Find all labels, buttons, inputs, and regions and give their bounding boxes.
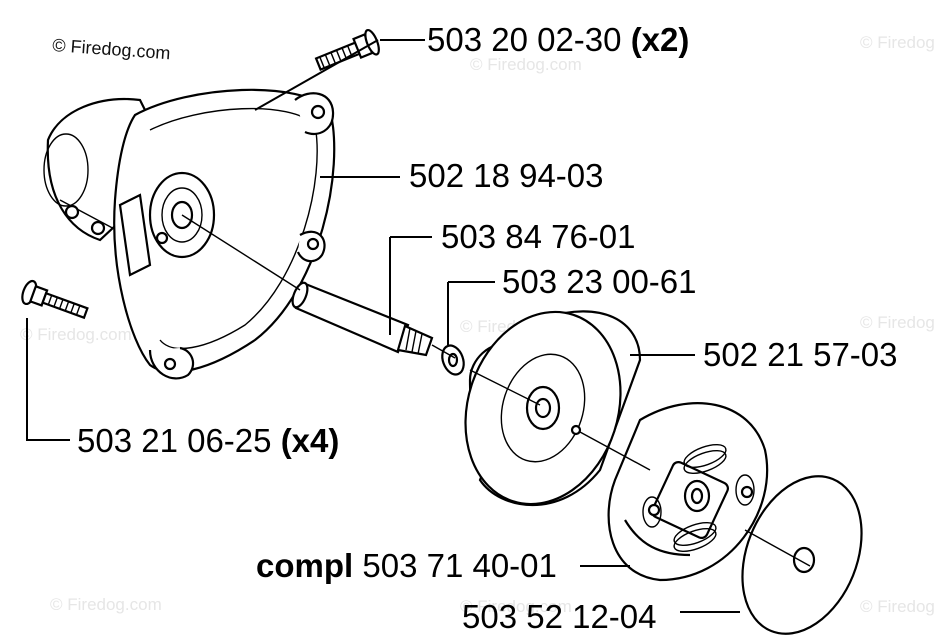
screw-left-drawing	[21, 279, 89, 320]
part-number: 503 23 00-61	[502, 263, 697, 300]
spring-coils	[642, 443, 755, 553]
part-number: 503 84 76-01	[441, 218, 636, 255]
part-number: 502 18 94-03	[409, 157, 604, 194]
watermark-faint: © Firedog.com	[860, 313, 936, 332]
watermark-faint: © Firedog.com	[860, 33, 936, 52]
part-qty: (x2)	[631, 21, 690, 58]
part-label-503-84-76-01: 503 84 76-01	[441, 218, 636, 255]
watermark-faint: © Firedog.com	[860, 597, 936, 616]
part-label-503-20-02-30: 503 20 02-30 (x2)	[427, 21, 689, 58]
part-label-503-52-12-04: 503 52 12-04	[462, 598, 657, 635]
part-number: 503 21 06-25	[77, 422, 272, 459]
screw-top-drawing	[314, 28, 380, 71]
part-number: 503 71 40-01	[362, 547, 557, 584]
watermark-main: © Firedog.com	[52, 35, 171, 63]
part-number: 502 21 57-03	[703, 336, 898, 373]
watermark-faint: © Firedog.com	[470, 55, 582, 74]
center-axis	[181, 214, 811, 567]
clutch-drum-drawing	[464, 310, 642, 506]
part-label-502-21-57-03: 502 21 57-03	[703, 336, 898, 373]
watermark-faint: © Firedog.com	[20, 325, 132, 344]
watermark-faint: © Firedog.com	[460, 597, 572, 616]
clutch-assembly-drawing	[607, 402, 769, 582]
part-label-503-21-06-25: 503 21 06-25 (x4)	[77, 422, 339, 459]
part-prefix: compl	[256, 547, 353, 584]
part-labels: 503 20 02-30 (x2) 502 18 94-03 503 84 76…	[77, 21, 898, 635]
part-number: 503 20 02-30	[427, 21, 622, 58]
part-label-503-71-40-01: compl 503 71 40-01	[256, 547, 557, 584]
leader-lines	[26, 39, 740, 613]
watermark-faint: © Firedog.com	[50, 595, 162, 614]
shaft-drawing	[291, 281, 434, 357]
part-number: 503 52 12-04	[462, 598, 657, 635]
part-label-503-23-00-61: 503 23 00-61	[502, 263, 697, 300]
washer-drawing	[441, 344, 465, 376]
part-label-502-18-94-03: 502 18 94-03	[409, 157, 604, 194]
part-qty: (x4)	[281, 422, 340, 459]
